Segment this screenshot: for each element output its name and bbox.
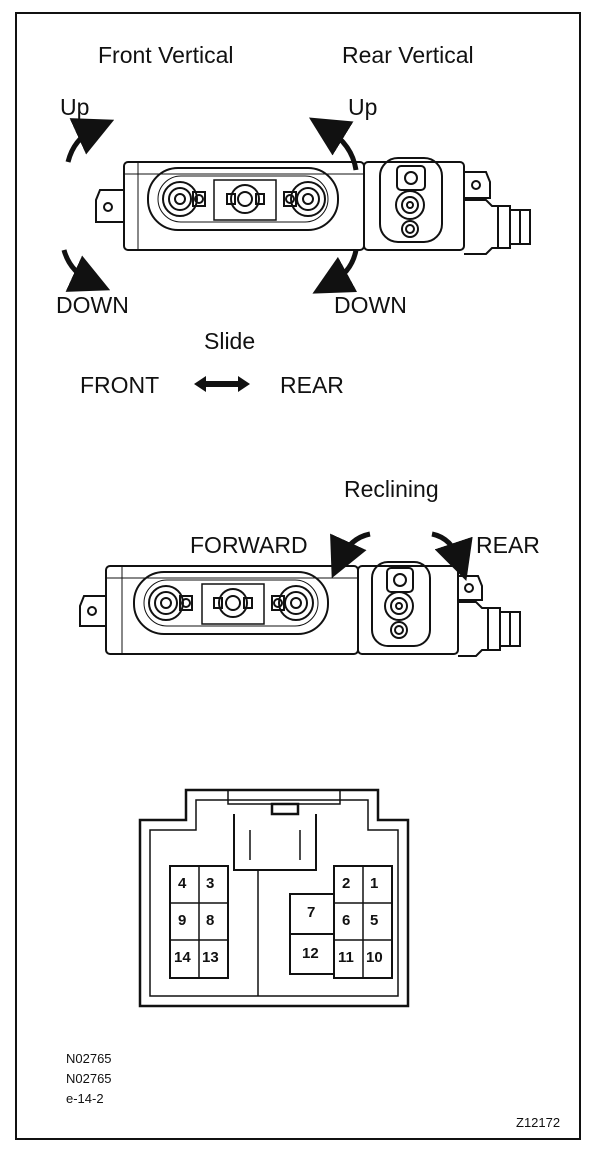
pin-1: 1 — [370, 875, 379, 892]
label-front: FRONT — [80, 372, 160, 398]
label-down-right: DOWN — [334, 292, 407, 318]
connector-face — [138, 788, 410, 1008]
arrow-recline-forward — [330, 531, 371, 579]
pin-9: 9 — [178, 912, 187, 929]
code-line-2: N02765 — [66, 1071, 112, 1086]
label-up-right: Up — [348, 94, 378, 120]
pin-4: 4 — [178, 875, 187, 892]
arrow-up-right — [308, 117, 359, 171]
pin-6: 6 — [342, 912, 351, 929]
pin-2: 2 — [342, 875, 351, 892]
pin-11: 11 — [338, 949, 354, 966]
code-line-3: e-14-2 — [66, 1091, 104, 1106]
label-rear-vertical: Rear Vertical — [342, 42, 474, 68]
figure-border — [15, 12, 581, 1140]
arrow-down-right — [312, 249, 359, 294]
figure-id: Z12172 — [516, 1115, 561, 1130]
pin-3: 3 — [206, 875, 215, 892]
seat-switch-reclining — [79, 561, 521, 657]
arrow-up-left — [65, 118, 115, 163]
seat-switch-top — [95, 157, 531, 255]
pin-14: 14 — [174, 949, 191, 966]
slide-double-arrow — [194, 376, 250, 392]
pin-5: 5 — [370, 912, 379, 929]
label-forward: FORWARD — [190, 532, 308, 558]
label-reclining: Reclining — [344, 476, 439, 502]
pin-13: 13 — [202, 949, 219, 966]
arrow-down-left — [61, 249, 111, 292]
pin-7: 7 — [307, 904, 316, 921]
label-rear-slide: REAR — [280, 372, 344, 398]
label-rear-recline: REAR — [476, 532, 540, 558]
pin-12: 12 — [302, 945, 319, 962]
pin-10: 10 — [366, 949, 383, 966]
arrow-recline-rear — [431, 531, 473, 581]
pin-8: 8 — [206, 912, 215, 929]
code-line-1: N02765 — [66, 1051, 112, 1066]
label-slide: Slide — [204, 328, 256, 354]
label-front-vertical: Front Vertical — [98, 42, 234, 68]
label-up-left: Up — [60, 94, 90, 120]
label-down-left: DOWN — [56, 292, 129, 318]
